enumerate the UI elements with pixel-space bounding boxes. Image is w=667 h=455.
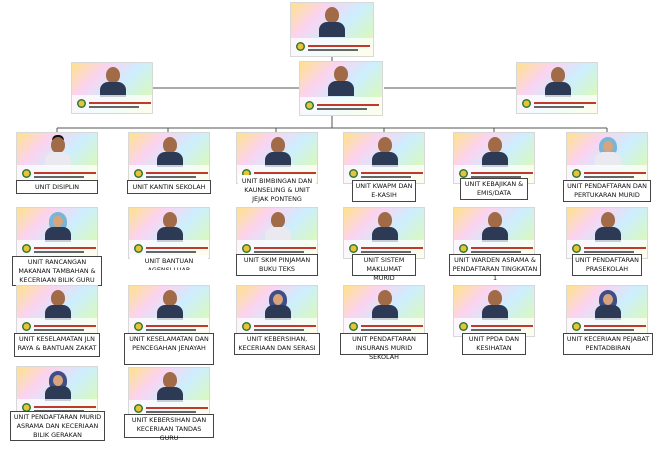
school-logo-icon xyxy=(459,244,468,253)
unit-label-skim-pinjaman: UNIT SKIM PINJAMAN BUKU TEKS xyxy=(236,254,318,276)
unit-label-rancangan-makanan: UNIT RANCANGAN MAKANAN TAMBAHAN & KECERI… xyxy=(12,256,102,286)
unit-label-disiplin: UNIT DISIPLIN xyxy=(16,180,98,194)
unit-label-warden: UNIT WARDEN ASRAMA & PENDAFTARAN TINGKAT… xyxy=(449,254,541,282)
school-logo-icon xyxy=(522,99,531,108)
card-kantin xyxy=(128,132,210,184)
school-logo-icon xyxy=(134,404,143,413)
school-logo-icon xyxy=(572,169,581,178)
unit-label-pertukaran: UNIT PENDAFTARAN DAN PERTUKARAN MURID xyxy=(563,180,651,202)
school-logo-icon xyxy=(22,403,31,412)
unit-label-kebersihan-tandas: UNIT KEBERSIHAN DAN KECERIAAN TANDAS GUR… xyxy=(124,414,214,442)
card-keceriaan-pentadbiran xyxy=(566,285,648,337)
card-bantuan-agensi xyxy=(128,207,210,259)
card-warden xyxy=(453,207,535,259)
school-logo-icon xyxy=(349,244,358,253)
card-right-deputy xyxy=(516,62,598,114)
school-logo-icon xyxy=(459,169,468,178)
school-logo-icon xyxy=(242,244,251,253)
unit-label-kantin: UNIT KANTIN SEKOLAH xyxy=(127,180,211,194)
school-logo-icon xyxy=(22,244,31,253)
card-keselamatan-jalan xyxy=(16,285,98,337)
card-left-deputy xyxy=(71,62,153,114)
school-logo-icon xyxy=(22,169,31,178)
unit-label-kebersihan-serasi: UNIT KEBERSIHAN, KECERIAAN DAN SERASI xyxy=(234,333,320,355)
school-logo-icon xyxy=(572,322,581,331)
school-logo-icon xyxy=(459,322,468,331)
unit-label-prasekolah: UNIT PENDAFTARAN PRASEKOLAH xyxy=(572,254,642,276)
unit-label-keceriaan-pentadbiran: UNIT KECERIAAN PEJABAT PENTADBIRAN xyxy=(563,333,653,355)
card-sistem-maklumat xyxy=(343,207,425,259)
card-kebajikan xyxy=(453,132,535,184)
school-logo-icon xyxy=(572,244,581,253)
school-logo-icon xyxy=(242,322,251,331)
card-insurans xyxy=(343,285,425,337)
unit-label-keselamatan-jenayah: UNIT KESELAMATAN DAN PENCEGAHAN JENAYAH xyxy=(124,333,214,365)
card-keselamatan-jenayah xyxy=(128,285,210,337)
school-logo-icon xyxy=(134,169,143,178)
card-kebersihan-tandas xyxy=(128,367,210,419)
card-prasekolah xyxy=(566,207,648,259)
unit-label-bimbingan: UNIT BIMBINGAN DAN KAUNSELING & UNIT JEJ… xyxy=(238,175,316,205)
card-skim-pinjaman xyxy=(236,207,318,259)
unit-label-pendaftaran-asrama: UNIT PENDAFTARAN MURID ASRAMA DAN KECERI… xyxy=(10,411,105,441)
card-kwapm xyxy=(343,132,425,184)
school-logo-icon xyxy=(349,169,358,178)
unit-label-ppda: UNIT PPDA DAN KESIHATAN xyxy=(462,333,526,355)
school-logo-icon xyxy=(305,101,314,110)
card-disiplin xyxy=(16,132,98,184)
card-ppda xyxy=(453,285,535,337)
school-logo-icon xyxy=(134,244,143,253)
card-kebersihan-serasi xyxy=(236,285,318,337)
unit-label-kwapm: UNIT KWAPM DAN E-KASIH xyxy=(352,180,416,202)
card-senior-assistant xyxy=(299,61,383,116)
unit-label-kebajikan: UNIT KEBAJIKAN & EMIS/DATA xyxy=(460,178,528,200)
school-logo-icon xyxy=(77,99,86,108)
school-logo-icon xyxy=(134,322,143,331)
unit-label-sistem-maklumat: UNIT SISTEM MAKLUMAT MURID xyxy=(352,254,416,282)
school-logo-icon xyxy=(349,322,358,331)
unit-label-bantuan-agensi: UNIT BANTUAN AGENSI LUAR xyxy=(130,255,208,271)
school-logo-icon xyxy=(242,169,251,178)
portrait-principal xyxy=(318,7,346,37)
card-rancangan-makanan xyxy=(16,207,98,259)
unit-label-insurans: UNIT PENDAFTARAN INSURANS MURID SEKOLAH xyxy=(340,333,428,361)
card-principal xyxy=(290,2,374,57)
unit-label-keselamatan-jalan: UNIT KESELAMATAN JLN RAYA & BANTUAN ZAKA… xyxy=(14,333,100,357)
card-pertukaran xyxy=(566,132,648,184)
school-logo-icon xyxy=(22,322,31,331)
school-logo-icon xyxy=(296,42,305,51)
